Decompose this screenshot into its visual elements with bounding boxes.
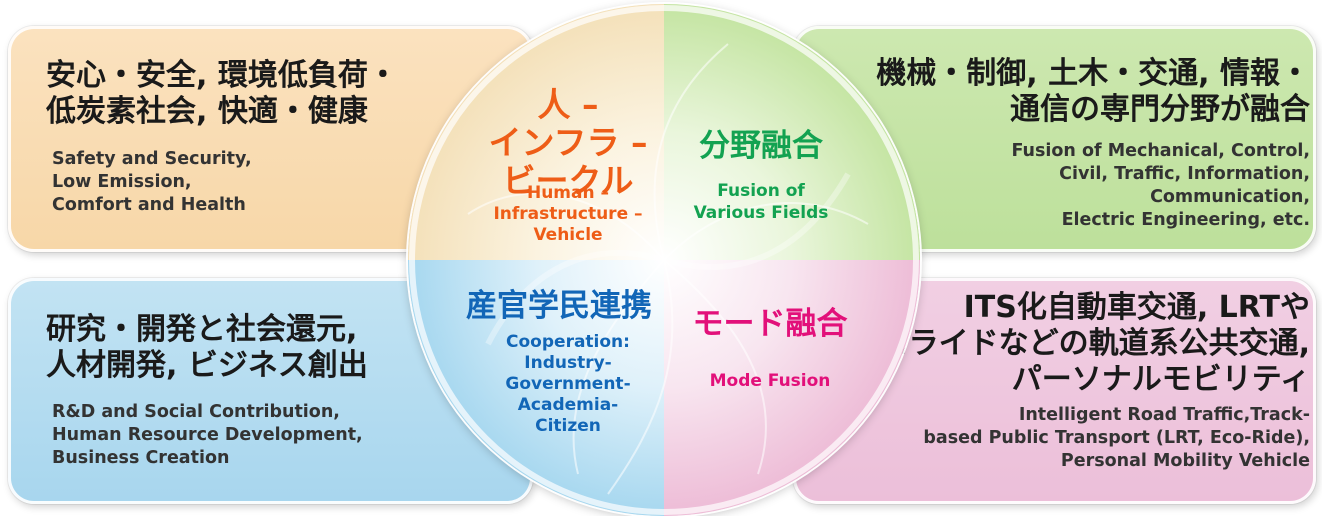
panel-bottom-left-jp-line-2: 人材開発, ビジネス創出	[46, 348, 368, 383]
panel-top-left-jp: 安心・安全, 環境低負荷・ 低炭素社会, 快適・健康	[46, 58, 398, 130]
panel-bottom-left-en-line-3: Business Creation	[52, 448, 230, 468]
circle-top-left-en: Human – Infrastructure – Vehicle	[478, 183, 658, 246]
panel-top-left-en-line-1: Safety and Security,	[52, 149, 252, 169]
circle-top-left-jp-line-2: インフラ –	[488, 123, 648, 162]
panel-bottom-left-en: R&D and Social Contribution, Human Resou…	[52, 401, 363, 470]
panel-top-left-jp-line-2: 低炭素社会, 快適・健康	[46, 94, 368, 129]
circle-bottom-left-en-line-4: Academia-	[517, 395, 619, 415]
circle-top-right-jp: 分野融合	[699, 128, 823, 164]
panel-bottom-left-en-line-2: Human Resource Development,	[52, 425, 363, 445]
panel-top-right-jp: 機械・制御, 土木・交通, 情報・ 通信の専門分野が融合	[876, 56, 1310, 128]
panel-bottom-right-jp-line-3: パーソナルモビリティ	[1011, 362, 1310, 397]
circle-top-left-jp: 人 – インフラ – ビークル	[478, 86, 658, 200]
panel-bottom-right-jp: ITS化自動車交通, LRTや エコライドなどの軌道系公共交通, パーソナルモビ…	[849, 290, 1310, 398]
circle-top-left-jp-line-1: 人 –	[537, 85, 599, 124]
panel-top-left-jp-line-1: 安心・安全, 環境低負荷・	[46, 58, 398, 93]
circle-bottom-left-en-line-1: Cooperation:	[506, 332, 630, 352]
panel-top-right-jp-line-2: 通信の専門分野が融合	[1010, 92, 1310, 127]
circle-bottom-left-en-line-2: Industry-	[524, 353, 612, 373]
circle-top-left-en-line-2: Infrastructure –	[493, 204, 643, 224]
panel-bottom-left-jp-line-1: 研究・開発と社会還元,	[46, 312, 358, 347]
panel-top-left-en: Safety and Security, Low Emission, Comfo…	[52, 148, 252, 217]
panel-top-left-en-line-3: Comfort and Health	[52, 195, 246, 215]
panel-bottom-right-jp-line-1: ITS化自動車交通, LRTや	[963, 290, 1310, 325]
panel-bottom-left-en-line-1: R&D and Social Contribution,	[52, 402, 340, 422]
circle-quadrant-top-right	[664, 4, 920, 260]
circle-top-right-en: Fusion of Various Fields	[676, 180, 846, 224]
panel-bottom-right-en-line-3: Personal Mobility Vehicle	[1060, 451, 1310, 471]
circle-bottom-left-en: Cooperation: Industry- Government- Acade…	[478, 332, 658, 437]
circle-top-left-en-line-1: Human –	[526, 183, 610, 203]
circle-top-right-en-line-2: Various Fields	[693, 203, 829, 223]
panel-top-right-en-line-2: Civil, Traffic, Information,	[1059, 164, 1310, 184]
panel-top-left-en-line-2: Low Emission,	[52, 172, 192, 192]
circle-top-right-en-line-1: Fusion of	[717, 181, 805, 201]
swirl-decoration	[409, 5, 919, 515]
panel-bottom-right-en-line-2: based Public Transport (LRT, Eco-Ride),	[923, 428, 1310, 448]
center-circle	[408, 4, 920, 516]
panel-top-right-en: Fusion of Mechanical, Control, Civil, Tr…	[1011, 140, 1310, 232]
panel-bottom-left-jp: 研究・開発と社会還元, 人材開発, ビジネス創出	[46, 312, 368, 384]
panel-bottom-right-en: Intelligent Road Traffic,Track- based Pu…	[923, 404, 1310, 473]
panel-bottom-right-jp-line-2: エコライドなどの軌道系公共交通,	[848, 326, 1310, 361]
circle-bottom-left-jp: 産官学民連携	[466, 288, 652, 324]
circle-quadrant-bottom-right	[664, 260, 920, 516]
circle-top-left-jp-line-3: ビークル	[502, 161, 634, 200]
panel-bottom-right-en-line-1: Intelligent Road Traffic,Track-	[1018, 405, 1310, 425]
circle-bottom-right-en: Mode Fusion	[709, 371, 831, 391]
circle-quadrant-top-left	[408, 4, 664, 260]
circle-bottom-right-jp: モード融合	[692, 306, 848, 342]
circle-bottom-left-en-line-3: Government-	[505, 374, 631, 394]
circle-bottom-left-en-line-5: Citizen	[535, 416, 601, 436]
panel-top-right-en-line-4: Electric Engineering, etc.	[1061, 210, 1310, 230]
panel-top-right-en-line-1: Fusion of Mechanical, Control,	[1011, 141, 1310, 161]
panel-top-right-jp-line-1: 機械・制御, 土木・交通, 情報・	[876, 56, 1310, 91]
panel-top-right-en-line-3: Communication,	[1150, 187, 1310, 207]
circle-top-left-en-line-3: Vehicle	[533, 225, 603, 245]
